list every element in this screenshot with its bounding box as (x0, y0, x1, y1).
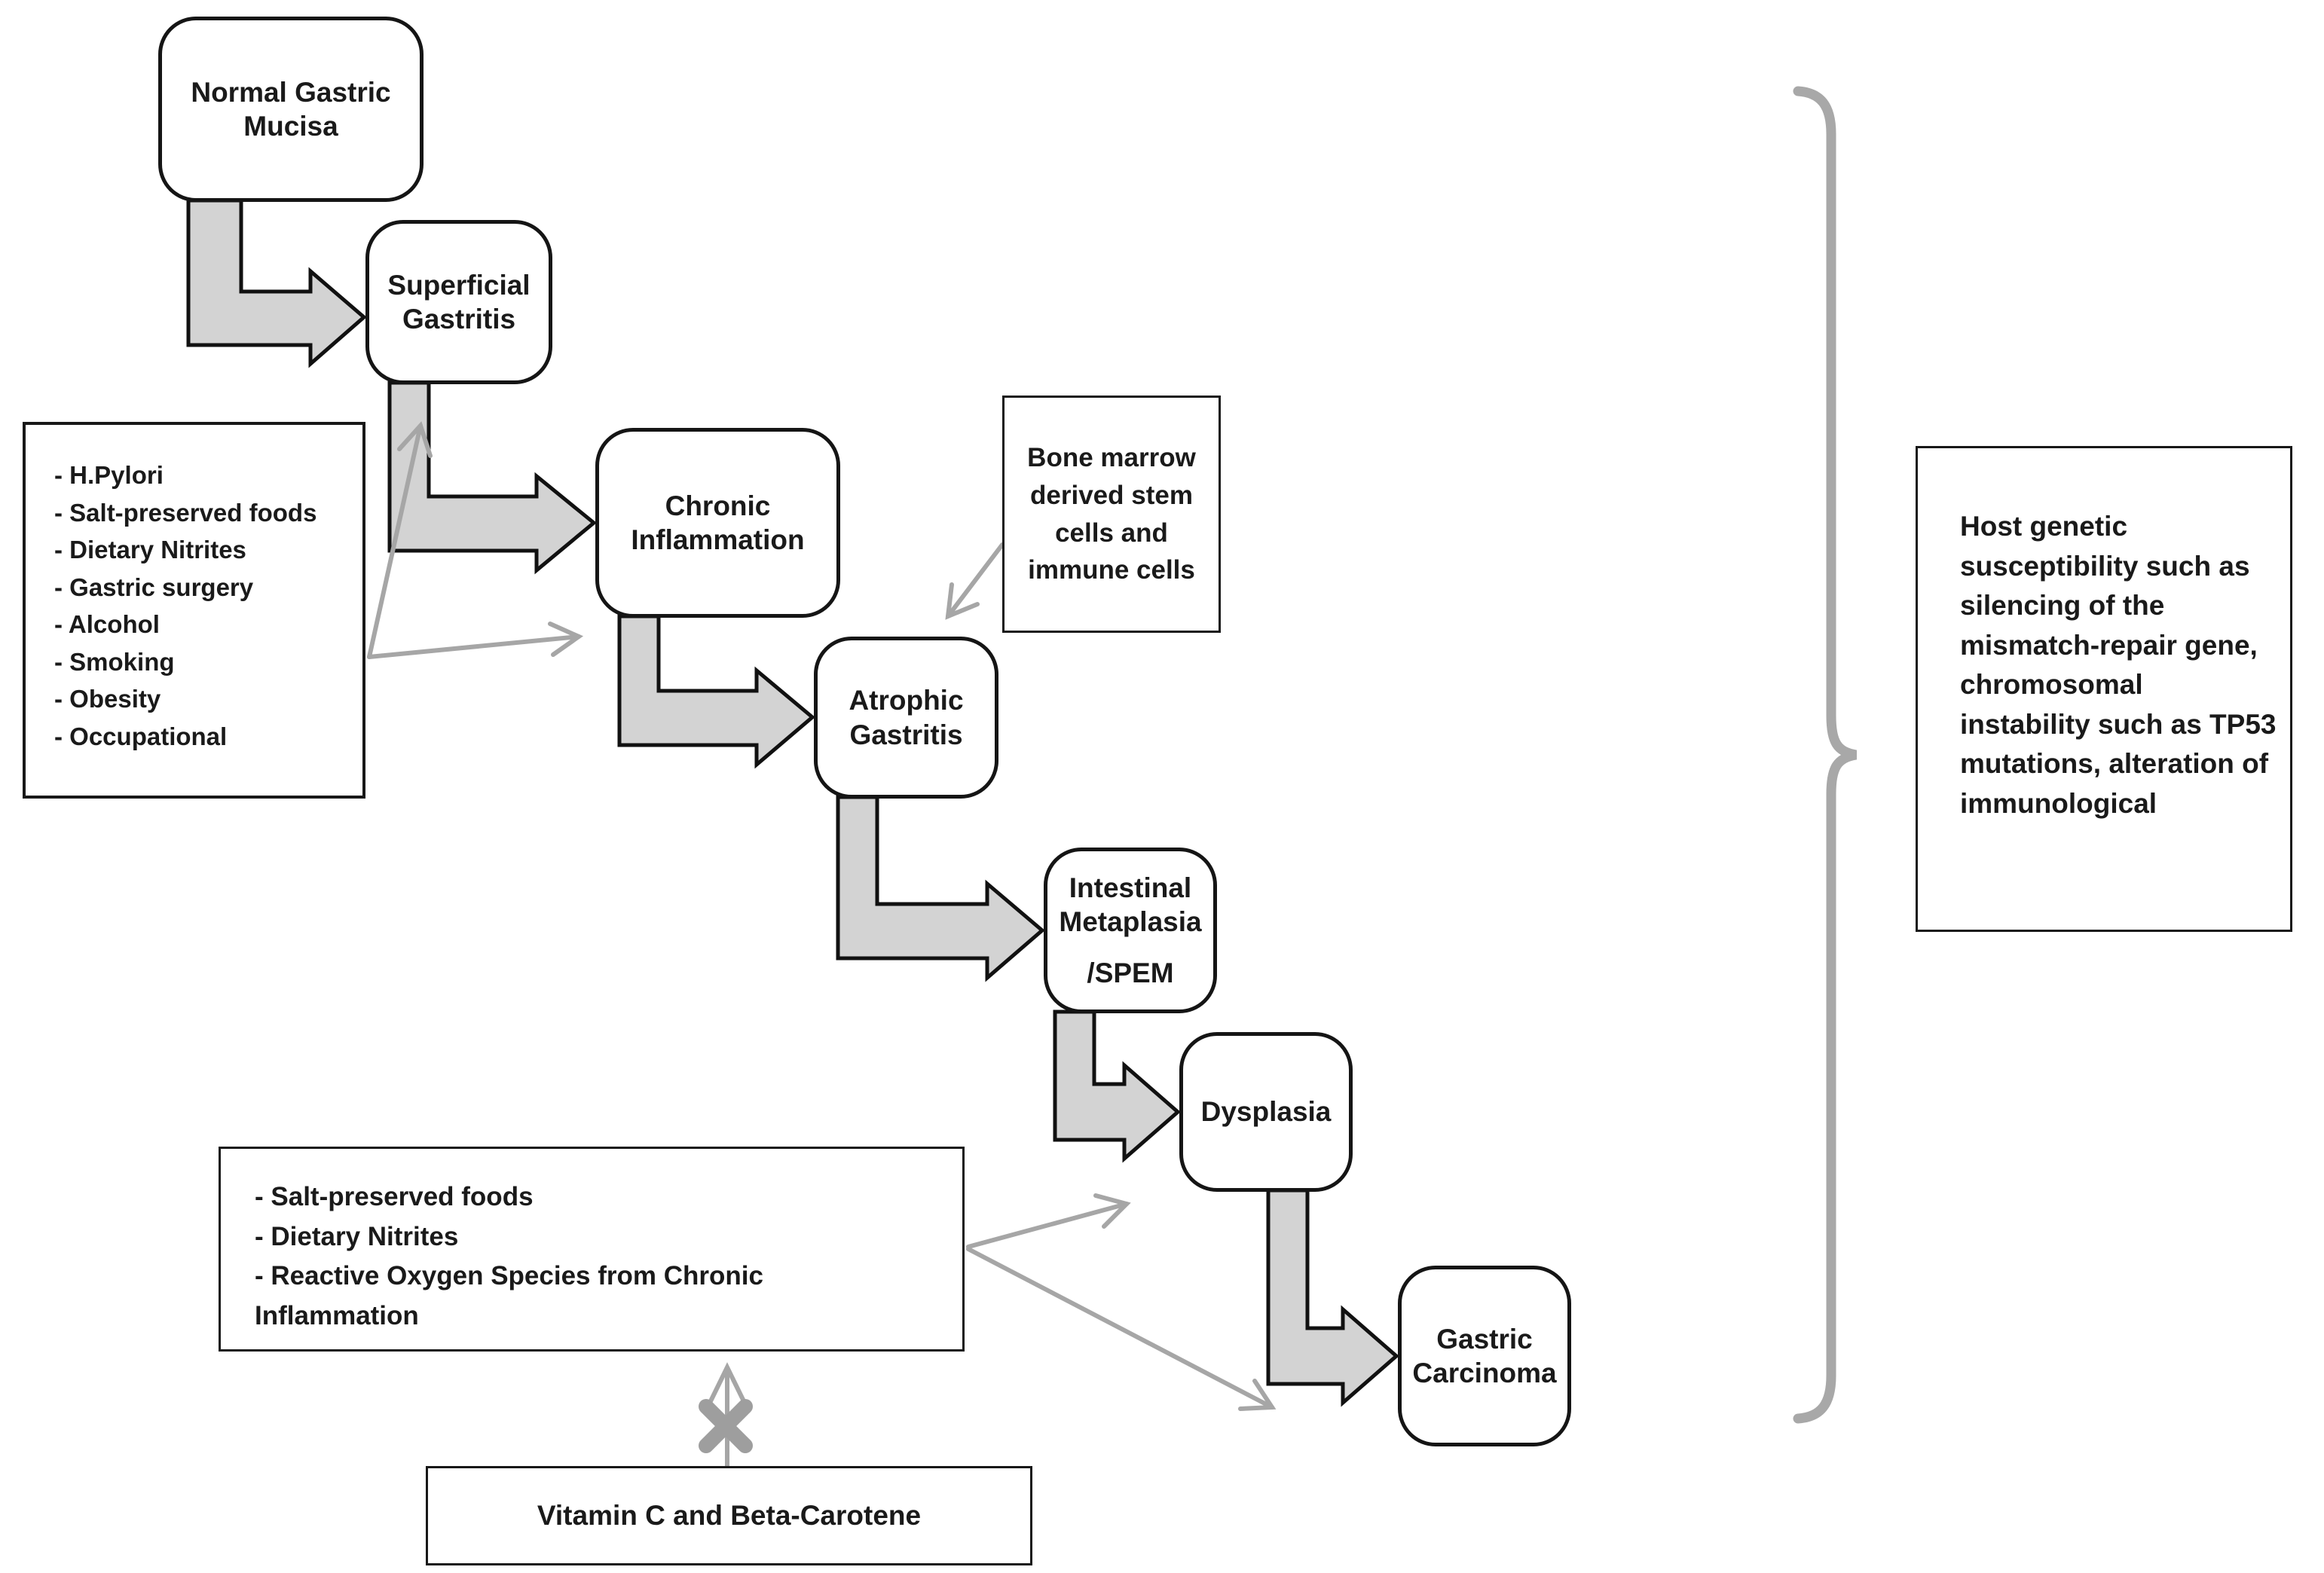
protective-factors-text: Vitamin C and Beta-Carotene (537, 1500, 922, 1531)
early-factors-arrow-2-shaft (367, 634, 581, 659)
protective-factors-box: Vitamin C and Beta-Carotene (426, 1466, 1032, 1565)
protective-arrow-head (707, 1362, 748, 1407)
stage-dysplasia: Dysplasia (1179, 1032, 1353, 1192)
stage-label: Chronic Inflammation (631, 490, 805, 555)
stage-label: Normal Gastric Mucisa (191, 76, 391, 142)
arrow-normal-to-superficial (186, 198, 367, 368)
stage-superficial-gastritis: Superficial Gastritis (365, 220, 552, 384)
stage-intestinal-metaplasia-spem: Intestinal Metaplasia /SPEM (1044, 848, 1217, 1013)
arrow-chronic-to-atrophic (617, 614, 815, 769)
stage-normal-gastric-mucosa: Normal Gastric Mucisa (158, 17, 424, 202)
arrow-metaplasia-to-dysplasia (1053, 1009, 1181, 1163)
stage-chronic-inflammation: Chronic Inflammation (595, 428, 840, 618)
stage-label: Dysplasia (1200, 1096, 1332, 1128)
bone-marrow-box: Bone marrow derived stem cells and immun… (1002, 396, 1221, 633)
host-genetic-box: Host genetic susceptibility such as sile… (1916, 446, 2292, 932)
early-factors-arrow-1-shaft (367, 423, 423, 659)
late-risk-factors-box: - Salt-preserved foods - Dietary Nitrite… (219, 1147, 965, 1352)
arrow-atrophic-to-metaplasia (836, 795, 1045, 982)
stage-label: Atrophic Gastritis (849, 685, 964, 750)
bone-marrow-arrow-head (945, 582, 980, 620)
stage-label: Intestinal Metaplasia (1059, 872, 1202, 938)
late-factors-arrow-2-head (1238, 1379, 1277, 1411)
late-factors-arrow-1-shaft (966, 1202, 1129, 1249)
elbow-arrows (186, 198, 1399, 1407)
curly-brace (1793, 86, 1858, 1424)
stage-sublabel: /SPEM (1087, 957, 1174, 988)
blocked-x-icon (699, 1399, 753, 1453)
late-factors-arrow-2-shaft (966, 1247, 1274, 1410)
late-risk-factors-text: - Salt-preserved foods - Dietary Nitrite… (255, 1182, 763, 1330)
stage-gastric-carcinoma: Gastric Carcinoma (1398, 1266, 1571, 1446)
host-genetic-text: Host genetic susceptibility such as sile… (1960, 511, 2277, 819)
arrow-dysplasia-to-carcinoma (1266, 1188, 1399, 1407)
early-risk-factors-text: - H.Pylori - Salt-preserved foods - Diet… (54, 461, 317, 750)
early-risk-factors-box: - H.Pylori - Salt-preserved foods - Diet… (23, 422, 365, 799)
stage-label: Gastric Carcinoma (1412, 1323, 1557, 1388)
arrow-superficial-to-chronic (387, 380, 597, 575)
early-factors-arrow-1-head (397, 421, 433, 458)
early-factors-arrow-2-head (548, 622, 584, 657)
bone-marrow-text: Bone marrow derived stem cells and immun… (1027, 443, 1196, 585)
bone-marrow-arrow-shaft (946, 542, 1005, 619)
late-factors-arrow-1-head (1093, 1193, 1131, 1229)
stage-label: Superficial Gastritis (387, 269, 531, 334)
stage-atrophic-gastritis: Atrophic Gastritis (814, 637, 998, 799)
